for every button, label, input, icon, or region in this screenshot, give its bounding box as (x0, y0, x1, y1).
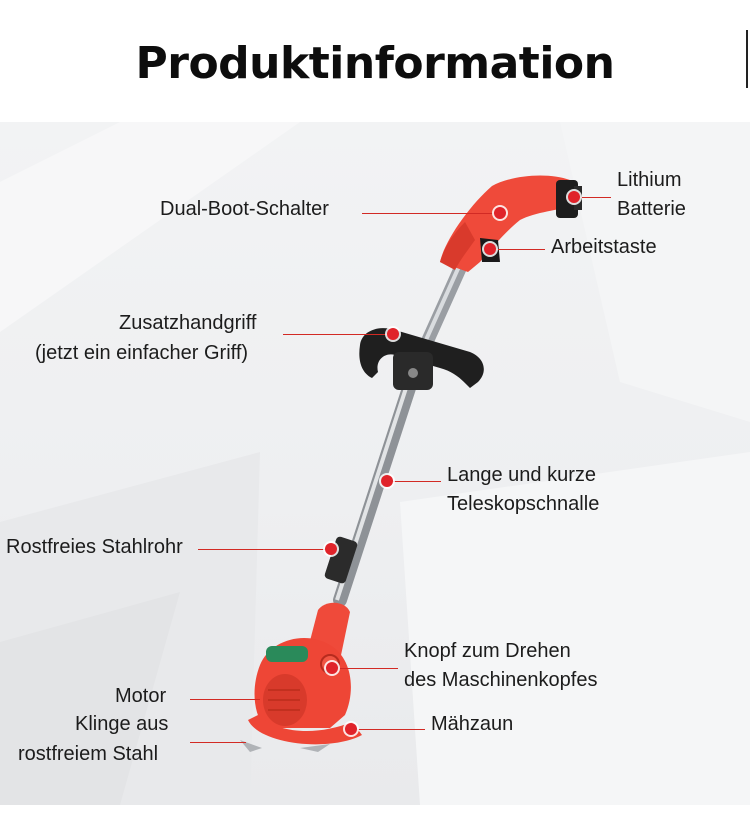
leader-line-motor (190, 699, 260, 700)
leader-line-head-knob (336, 668, 398, 669)
marker-dual-boot (494, 207, 506, 219)
leader-line-work-button (492, 249, 545, 250)
callout-steel-tube: Rostfreies Stahlrohr (6, 536, 183, 558)
callout-blade-line1: Klinge aus (75, 713, 169, 735)
callout-lithium-battery-line2: Batterie (617, 198, 686, 220)
callout-aux-handle-line2: (jetzt ein einfacher Griff) (35, 342, 249, 364)
leader-line-mowing-guard (355, 729, 425, 730)
marker-telescopic (381, 475, 393, 487)
callout-motor: Motor (115, 685, 167, 707)
marker-aux-handle (387, 328, 399, 340)
callout-telescopic-line2: Teleskopschnalle (447, 493, 600, 515)
callout-head-knob-line1: Knopf zum Drehen (404, 640, 571, 662)
leader-line-dual-boot (362, 213, 498, 214)
callout-telescopic-line1: Lange und kurze (447, 464, 597, 486)
leader-line-steel-tube (198, 549, 328, 550)
leader-line-blade (190, 742, 246, 743)
leader-line-aux-handle (283, 334, 391, 335)
leader-line-telescopic (392, 481, 441, 482)
callout-head-knob-line2: des Maschinenkopfes (404, 669, 598, 691)
marker-battery (568, 191, 580, 203)
marker-head-knob (326, 662, 338, 674)
callout-lithium-battery-line1: Lithium (617, 169, 682, 191)
edge-divider (746, 30, 748, 88)
marker-work-button (484, 243, 496, 255)
marker-mowing-guard (345, 723, 357, 735)
callout-work-button: Arbeitstaste (551, 236, 657, 258)
callout-blade-line2: rostfreiem Stahl (18, 743, 159, 765)
callout-aux-handle-line1: Zusatzhandgriff (119, 312, 257, 334)
callout-mowing-guard: Mähzaun (431, 713, 514, 735)
page-title: Produktinformation (135, 38, 615, 89)
leader-line-battery (573, 197, 611, 198)
product-image-panel (0, 122, 750, 805)
callout-dual-boot-switch: Dual-Boot-Schalter (160, 198, 329, 220)
background-shapes (0, 122, 750, 805)
marker-steel-tube (325, 543, 337, 555)
